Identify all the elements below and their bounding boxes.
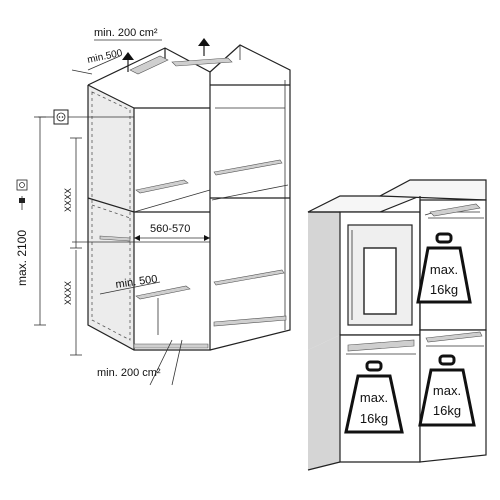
airflow-arrow-icon: [198, 38, 210, 56]
width-label: 560-570: [150, 223, 190, 235]
weight-limit-bottom-right: max.: [433, 383, 461, 398]
weight-icon: max. 16kg: [344, 360, 404, 434]
plug-icon: [16, 179, 28, 210]
lower-niche-label: XXXX: [63, 281, 73, 305]
weight-icon: max. 16kg: [418, 354, 476, 427]
weight-limit-bottom-right-value: 16kg: [433, 403, 461, 418]
airflow-arrow-icon: [122, 52, 134, 72]
weight-limit-bottom-left-value: 16kg: [360, 411, 388, 426]
weight-limit-top: max.: [430, 262, 458, 277]
appliance-stack-drawing: max. 16kg max. 16kg max. 16kg: [307, 179, 487, 471]
bottom-depth-label: min. 500: [115, 273, 158, 291]
total-height-label: max. 2100: [15, 230, 29, 286]
weight-limit-bottom-left: max.: [360, 390, 388, 405]
weight-limit-top-value: 16kg: [430, 282, 458, 297]
top-depth-label: min.500: [86, 48, 124, 66]
bottom-vent-label: min. 200 cm²: [97, 367, 161, 379]
weight-icon: max. 16kg: [416, 232, 472, 304]
power-socket-icon: [53, 109, 69, 125]
niche-cabinet-drawing: min. 200 cm² min.500 max. 2100 XXXX: [15, 27, 291, 386]
upper-niche-label: XXXX: [63, 188, 73, 212]
top-vent-label: min. 200 cm²: [94, 27, 158, 39]
